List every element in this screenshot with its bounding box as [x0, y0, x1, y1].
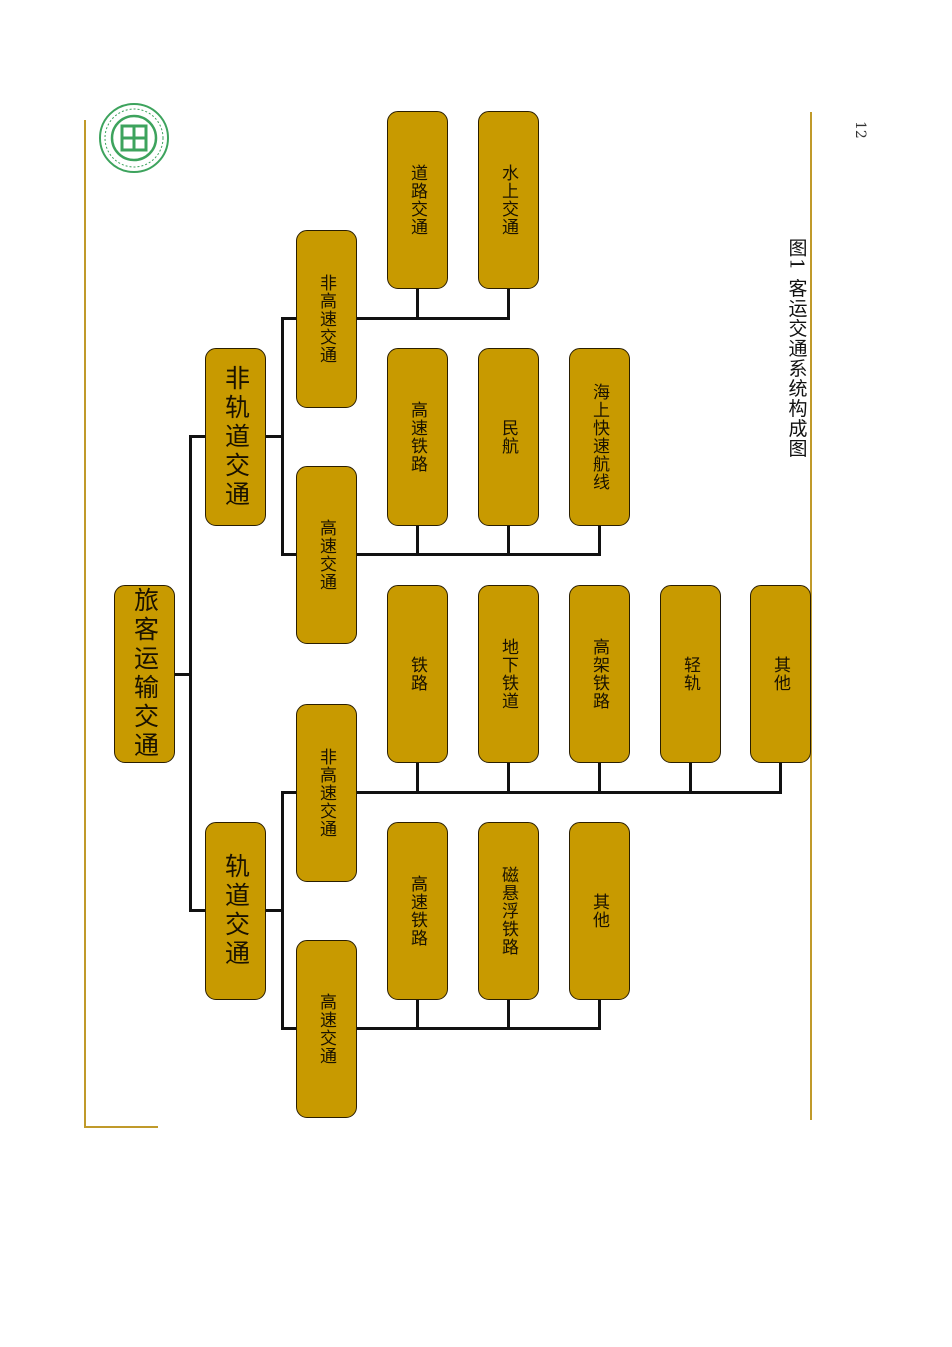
connector: [266, 435, 283, 438]
node-rail: 轨道交通: [205, 822, 266, 1000]
page-number: 12: [852, 121, 868, 139]
connector: [189, 435, 206, 438]
connector: [281, 791, 284, 1029]
connector: [598, 762, 601, 793]
figure-caption: 图1 客运交通系统构成图: [785, 238, 808, 459]
leaf-node: 高速铁路: [387, 348, 448, 526]
leaf-node: 高架铁路: [569, 585, 630, 763]
right-margin-rule: [810, 112, 812, 1120]
connector: [189, 435, 192, 912]
connector: [416, 999, 419, 1029]
connector: [507, 762, 510, 793]
leaf-node: 高速铁路: [387, 822, 448, 1000]
left-margin-rule: [84, 120, 86, 1128]
leaf-node: 其他: [750, 585, 811, 763]
connector: [416, 288, 419, 319]
connector: [416, 762, 419, 793]
leaf-node: 轻轨: [660, 585, 721, 763]
connector: [507, 525, 510, 555]
leaf-node: 海上快速航线: [569, 348, 630, 526]
connector: [281, 553, 297, 556]
connector: [416, 525, 419, 555]
node-root: 旅客运输交通: [114, 585, 175, 763]
node-rail-high-speed: 高速交通: [296, 940, 357, 1118]
leaf-node: 水上交通: [478, 111, 539, 289]
leaf-node: 其他: [569, 822, 630, 1000]
leaf-node: 磁悬浮铁路: [478, 822, 539, 1000]
connector: [266, 909, 283, 912]
node-rail-non-high-speed: 非高速交通: [296, 704, 357, 882]
leaf-node: 道路交通: [387, 111, 448, 289]
connector: [281, 317, 284, 555]
connector: [357, 553, 601, 556]
leaf-node: 铁路: [387, 585, 448, 763]
connector: [598, 525, 601, 555]
connector: [175, 673, 191, 676]
node-nonrail-non-high-speed: 非高速交通: [296, 230, 357, 408]
leaf-node: 民航: [478, 348, 539, 526]
node-nonrail-high-speed: 高速交通: [296, 466, 357, 644]
connector: [779, 762, 782, 793]
connector: [507, 999, 510, 1029]
connector: [281, 317, 297, 320]
connector: [281, 791, 297, 794]
bottom-margin-rule: [84, 1126, 158, 1128]
connector: [281, 1027, 297, 1030]
connector: [189, 909, 206, 912]
university-seal-icon: [99, 103, 169, 173]
connector: [357, 791, 782, 794]
connector: [357, 1027, 601, 1030]
connector: [357, 317, 510, 320]
leaf-node: 地下铁道: [478, 585, 539, 763]
connector: [689, 762, 692, 793]
connector: [598, 999, 601, 1029]
node-nonrail: 非轨道交通: [205, 348, 266, 526]
connector: [507, 288, 510, 319]
